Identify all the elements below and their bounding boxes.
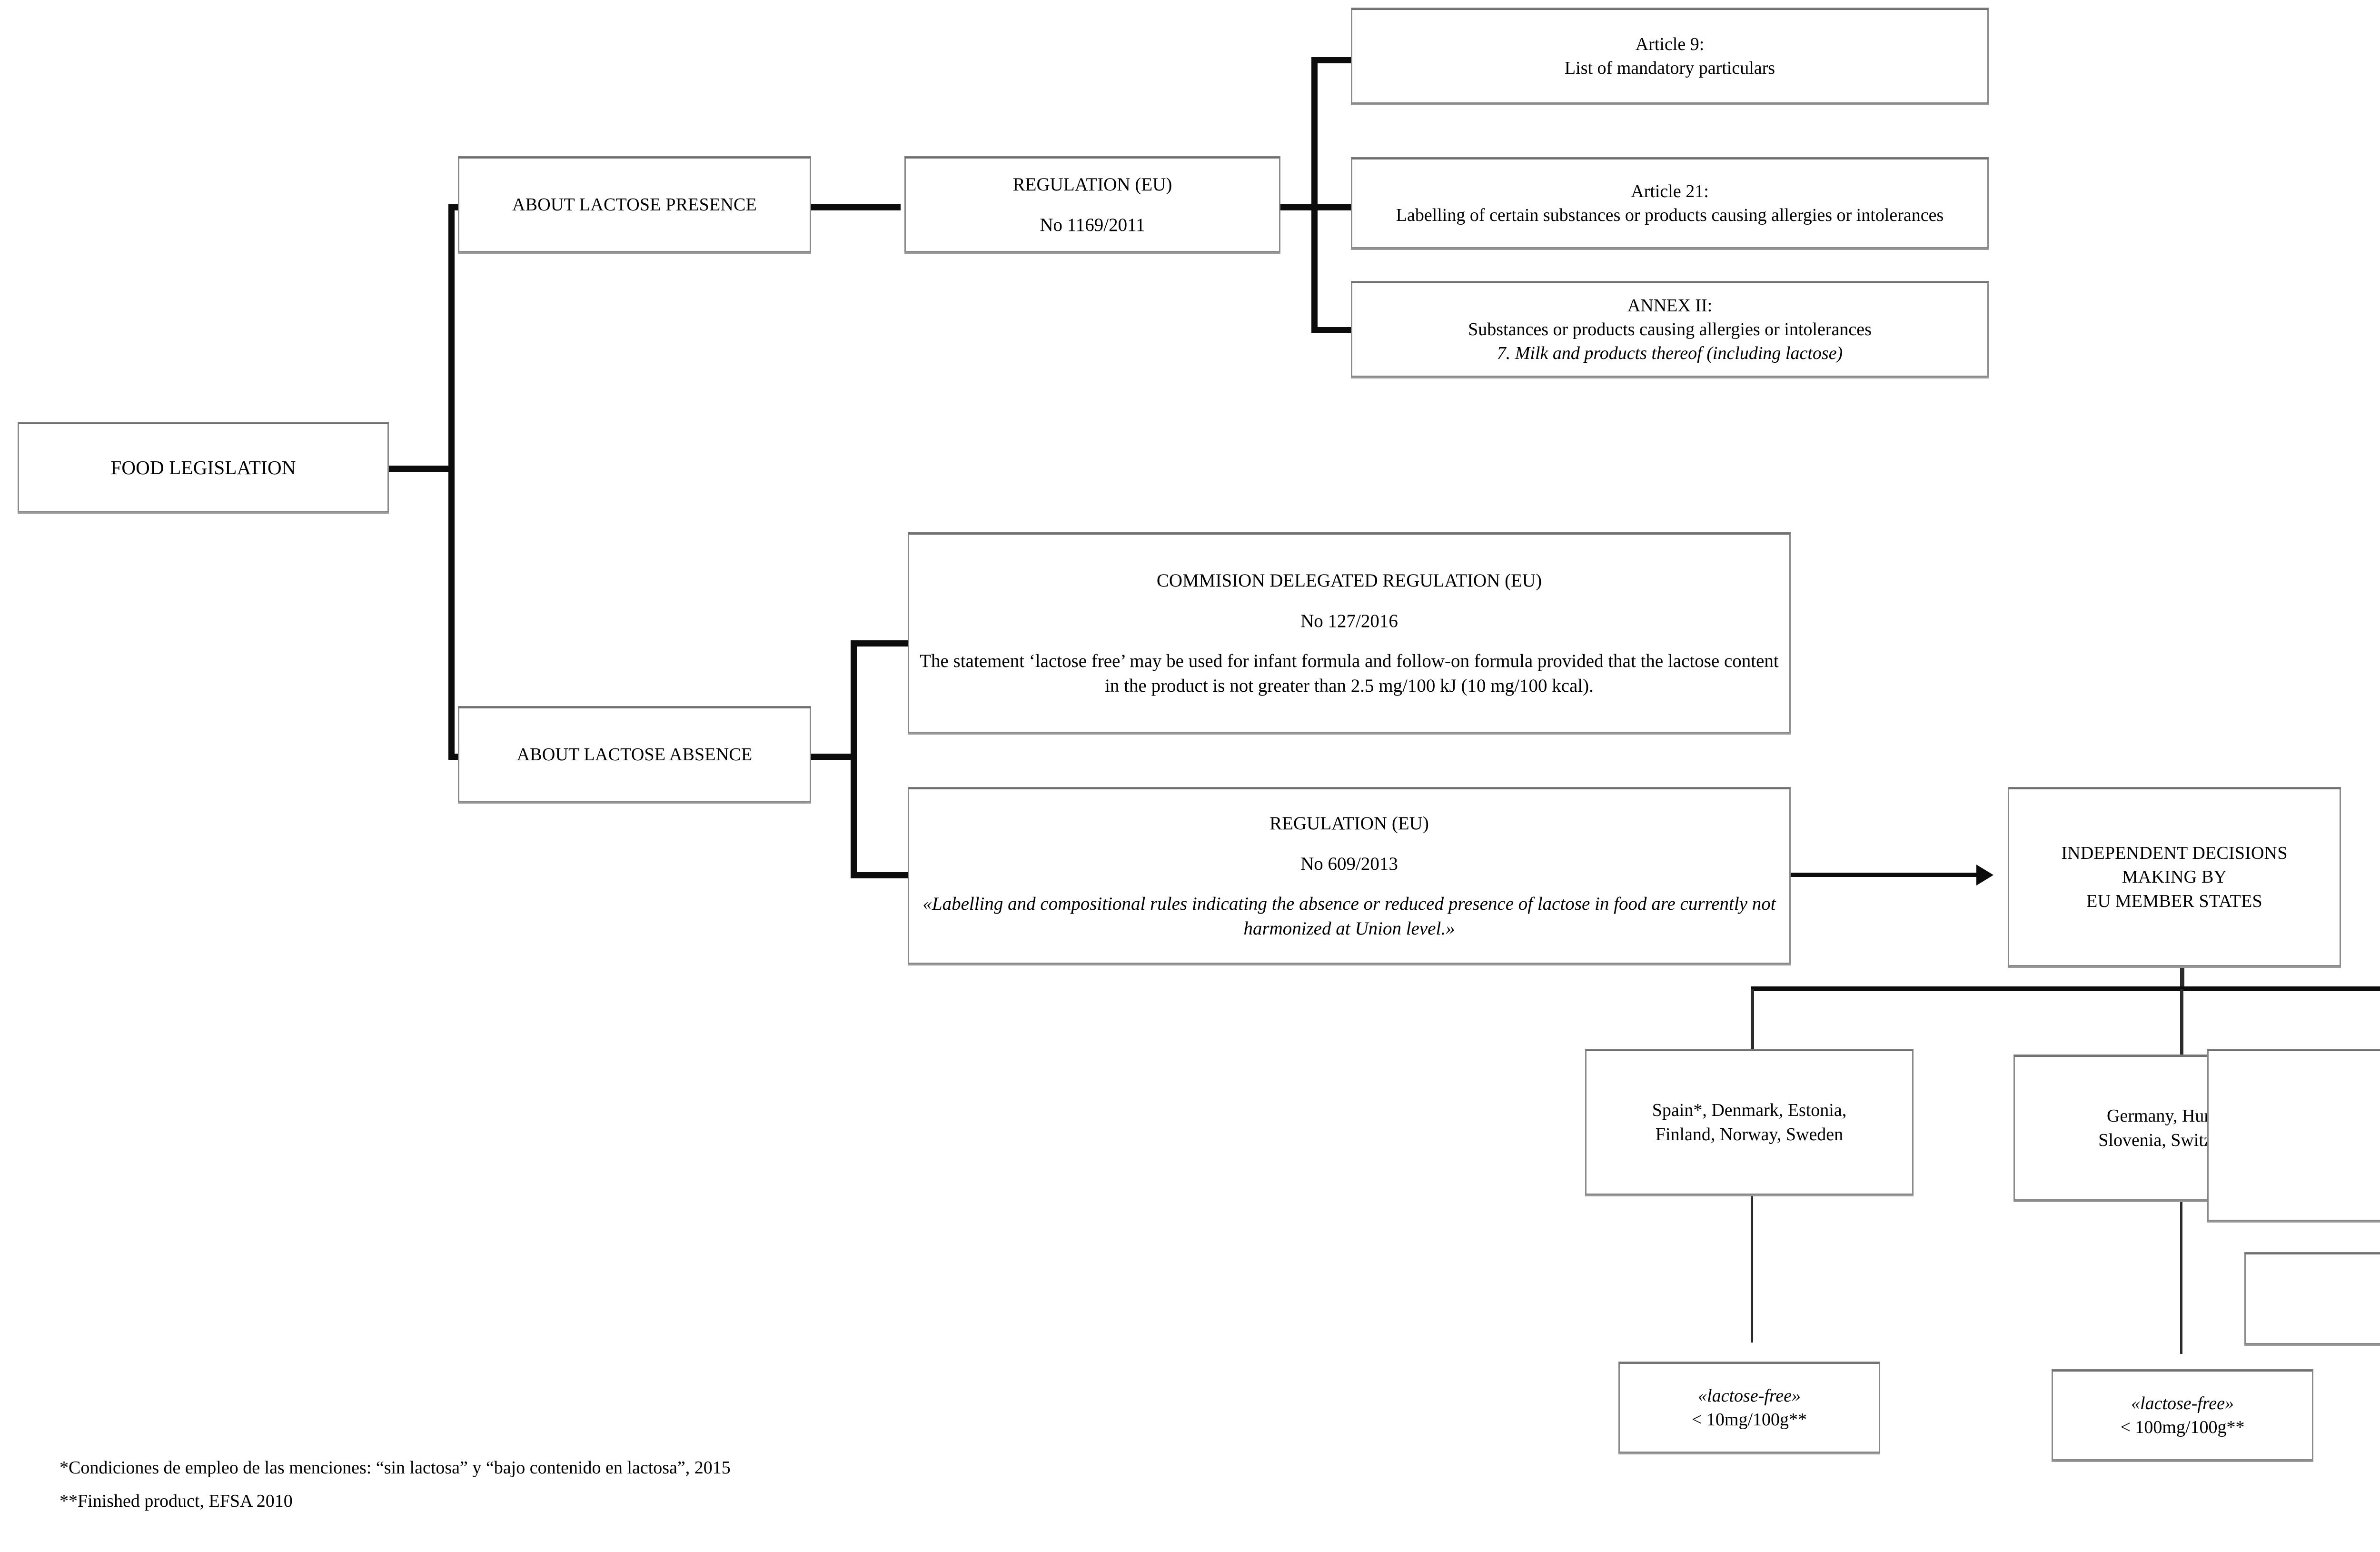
node-limit-group-1-line2: < 10mg/100g** — [1691, 1410, 1807, 1430]
connector-distribution-bar — [1751, 986, 2380, 991]
node-independent-decisions-line3: EU MEMBER STATES — [2086, 891, 2262, 911]
connector-to-article-9 — [1311, 57, 1354, 63]
node-country-group-3-italy[interactable]: Italy — [2207, 1050, 2380, 1221]
node-article-21-line2: Labelling of certain substances or produ… — [1396, 205, 1944, 225]
node-regulation-1169-line1: REGULATION (EU) — [1012, 174, 1172, 195]
node-limit-group-1[interactable]: «lactose-free» < 10mg/100g** — [1618, 1363, 1880, 1453]
connector-decisions-down — [2180, 965, 2184, 989]
node-article-21[interactable]: Article 21: Labelling of certain substan… — [1351, 158, 1989, 249]
node-country-group-1-line1: Spain*, Denmark, Estonia, — [1652, 1100, 1847, 1121]
node-regulation-127-line2: No 127/2016 — [1300, 610, 1398, 631]
arrowhead-to-decisions — [1976, 865, 1993, 885]
node-about-lactose-absence-label: ABOUT LACTOSE ABSENCE — [516, 744, 753, 765]
connector-absence-trunk-vertical — [851, 640, 857, 878]
connector-reg1169-stub — [1276, 204, 1318, 210]
node-regulation-1169[interactable]: REGULATION (EU) No 1169/2011 — [904, 157, 1280, 252]
connector-drop-group-2 — [2180, 989, 2183, 1057]
connector-absence-stub — [809, 754, 857, 760]
node-annex-ii-line2: Substances or products causing allergies… — [1468, 319, 1872, 339]
node-food-legislation[interactable]: FOOD LEGISLATION — [18, 423, 389, 512]
node-italian-notes-line1: Notes by the Italian Ministry of Heath, — [2252, 1275, 2380, 1299]
node-regulation-127-line3: The statement ‘lactose free’ may be used… — [920, 651, 1779, 696]
node-regulation-127[interactable]: COMMISION DELEGATED REGULATION (EU) No 1… — [908, 533, 1791, 733]
node-article-21-line1: Article 21: — [1631, 181, 1709, 201]
node-country-group-2[interactable]: Germany, Hungary, Slovenia, Switzerland — [2013, 1055, 2342, 1201]
node-about-lactose-presence[interactable]: ABOUT LACTOSE PRESENCE — [458, 157, 811, 252]
connector-to-annex-ii — [1311, 327, 1354, 333]
node-limit-group-2-line1: «lactose-free» — [2131, 1393, 2234, 1413]
node-article-9-line1: Article 9: — [1635, 34, 1705, 54]
node-independent-decisions-line2: MAKING BY — [2122, 867, 2227, 887]
connector-to-reg609 — [851, 872, 908, 878]
node-limit-group-2[interactable]: «lactose-free» < 100mg/100g** — [2052, 1370, 2313, 1461]
node-regulation-127-line1: COMMISION DELEGATED REGULATION (EU) — [1156, 570, 1542, 591]
node-regulation-609-line1: REGULATION (EU) — [1269, 813, 1429, 834]
node-annex-ii[interactable]: ANNEX II: Substances or products causing… — [1351, 282, 1989, 377]
connector-root-stub — [388, 466, 455, 472]
connector-articles-trunk-vertical — [1311, 57, 1318, 333]
connector-group1-to-limit1 — [1751, 1195, 1753, 1343]
node-limit-group-1-line1: «lactose-free» — [1698, 1385, 1801, 1406]
footnote-double-asterisk: **Finished product, EFSA 2010 — [60, 1491, 293, 1511]
node-article-9-line2: List of mandatory particulars — [1564, 58, 1775, 78]
node-regulation-609[interactable]: REGULATION (EU) No 609/2013 «Labelling a… — [908, 788, 1791, 964]
connector-root-trunk-vertical — [448, 208, 455, 760]
connector-to-article-21 — [1311, 204, 1354, 210]
connector-presence-to-reg1169 — [809, 204, 901, 210]
node-food-legislation-label: FOOD LEGISLATION — [110, 456, 296, 478]
node-independent-decisions[interactable]: INDEPENDENT DECISIONS MAKING BY EU MEMBE… — [2008, 788, 2341, 966]
node-country-group-1-line2: Finland, Norway, Sweden — [1655, 1124, 1844, 1144]
node-italian-notes-line2: 2015 and 2016 — [2252, 1299, 2380, 1323]
connector-reg609-to-decisions — [1790, 873, 1980, 877]
footnote-asterisk: *Condiciones de empleo de las menciones:… — [60, 1458, 731, 1478]
node-annex-ii-line1: ANNEX II: — [1627, 295, 1713, 316]
node-independent-decisions-line1: INDEPENDENT DECISIONS — [2061, 843, 2288, 864]
node-country-group-1[interactable]: Spain*, Denmark, Estonia, Finland, Norwa… — [1585, 1050, 1914, 1195]
node-country-group-3-label: Italy — [2215, 1123, 2380, 1148]
node-annex-ii-line3: 7. Milk and products thereof (including … — [1497, 343, 1843, 364]
node-limit-group-2-line2: < 100mg/100g** — [2120, 1417, 2245, 1437]
node-about-lactose-absence[interactable]: ABOUT LACTOSE ABSENCE — [458, 707, 811, 802]
node-regulation-1169-line2: No 1169/2011 — [1040, 214, 1145, 235]
node-about-lactose-presence-label: ABOUT LACTOSE PRESENCE — [512, 194, 757, 215]
node-regulation-609-line3: «Labelling and compositional rules indic… — [922, 894, 1776, 939]
connector-to-reg127 — [851, 640, 908, 647]
node-italian-notes[interactable]: Notes by the Italian Ministry of Heath, … — [2244, 1253, 2380, 1344]
node-article-9[interactable]: Article 9: List of mandatory particulars — [1351, 9, 1989, 104]
connector-drop-group-1 — [1751, 989, 1754, 1053]
connector-group2-to-limit2 — [2180, 1201, 2182, 1354]
node-regulation-609-line2: No 609/2013 — [1300, 853, 1398, 874]
